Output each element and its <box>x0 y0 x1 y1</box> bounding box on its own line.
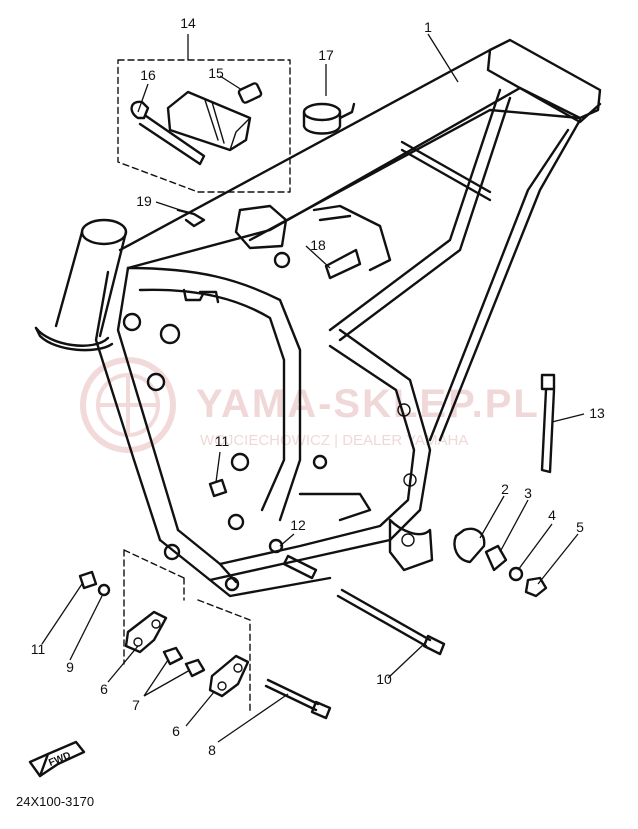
callout-10: 10 <box>376 671 392 687</box>
part-5-nut <box>524 576 548 598</box>
callout-1: 1 <box>424 19 432 35</box>
pivot-hardware <box>268 527 548 656</box>
leader-lines <box>41 33 585 743</box>
part-code: 24X100-3170 <box>16 794 94 809</box>
part-4-washer <box>508 566 524 582</box>
callout-2: 2 <box>501 481 509 497</box>
callout-6b: 6 <box>172 723 180 739</box>
tank-mount-bracket <box>312 204 392 272</box>
part-7-bolt-b <box>184 658 206 678</box>
callout-11a: 11 <box>31 641 46 657</box>
top-rail <box>118 38 602 270</box>
engine-bracket-group <box>78 478 332 720</box>
callout-5: 5 <box>576 519 584 535</box>
rear-stay-right <box>428 118 582 442</box>
main-spar <box>126 266 302 522</box>
wire-clamp-18 <box>324 248 362 280</box>
callout-15: 15 <box>208 65 224 81</box>
part-12-collar <box>282 554 318 580</box>
tool-nut <box>237 82 263 104</box>
tool-kit-dashed-box <box>117 59 291 193</box>
main-frame <box>34 38 602 598</box>
tool-bag <box>166 90 252 152</box>
rear-cross-plate <box>400 140 492 202</box>
lower-mount-bracket <box>298 492 372 522</box>
callout-19: 19 <box>136 193 152 209</box>
watermark-subtitle: WOJCIECHOWICZ | DEALER YAMAHA <box>200 432 468 449</box>
part-6-bracket-b <box>208 654 250 698</box>
fwd-arrow: FWD <box>28 740 86 778</box>
engine-cradle-outer <box>158 328 432 582</box>
part-17-cap <box>302 102 356 135</box>
callout-17: 17 <box>318 47 334 63</box>
part-13-cable-tie <box>540 373 556 474</box>
fuel-tank-tabs <box>182 288 220 304</box>
callout-7: 7 <box>132 697 140 713</box>
part-3-spacer <box>484 544 508 572</box>
callout-3: 3 <box>524 485 532 501</box>
spanner-wrench <box>130 100 206 166</box>
part-11-nut <box>78 570 98 590</box>
callout-18: 18 <box>310 237 326 253</box>
part-6-bracket-a <box>124 610 168 654</box>
bracket-guide-right <box>197 599 251 713</box>
callout-4: 4 <box>548 507 556 523</box>
watermark: YAMA-SKLEP.PL WOJCIECHOWICZ | DEALER YAM… <box>80 357 540 453</box>
tool-kit-group <box>117 59 291 193</box>
callout-13: 13 <box>589 405 605 421</box>
head-pipe <box>34 218 128 352</box>
part-9-washer <box>97 583 111 597</box>
rear-stay-left <box>328 88 512 342</box>
pivot-plate <box>388 518 434 572</box>
callout-14: 14 <box>180 15 196 31</box>
callout-6a: 6 <box>100 681 108 697</box>
rear-loop <box>486 48 602 124</box>
part-11-nut-upper <box>208 478 228 498</box>
callout-16: 16 <box>140 67 156 83</box>
part-2-collar <box>453 527 486 564</box>
callout-9: 9 <box>66 659 74 675</box>
callout-8: 8 <box>208 742 216 758</box>
callout-12: 12 <box>290 517 306 533</box>
part-10-bolt <box>336 588 432 648</box>
down-tube <box>94 266 180 542</box>
part-8-bolt <box>264 678 320 712</box>
watermark-brand: YAMA-SKLEP.PL <box>196 382 540 426</box>
callouts: 1 2 3 4 5 6 6 7 8 9 10 11 11 12 13 14 15… <box>31 15 605 758</box>
callout-11b: 11 <box>215 433 230 449</box>
engine-cradle-inner <box>176 344 416 566</box>
top-rail-inner <box>248 108 582 242</box>
bracket-guide-left <box>123 549 185 665</box>
upper-engine-mount <box>234 204 288 250</box>
